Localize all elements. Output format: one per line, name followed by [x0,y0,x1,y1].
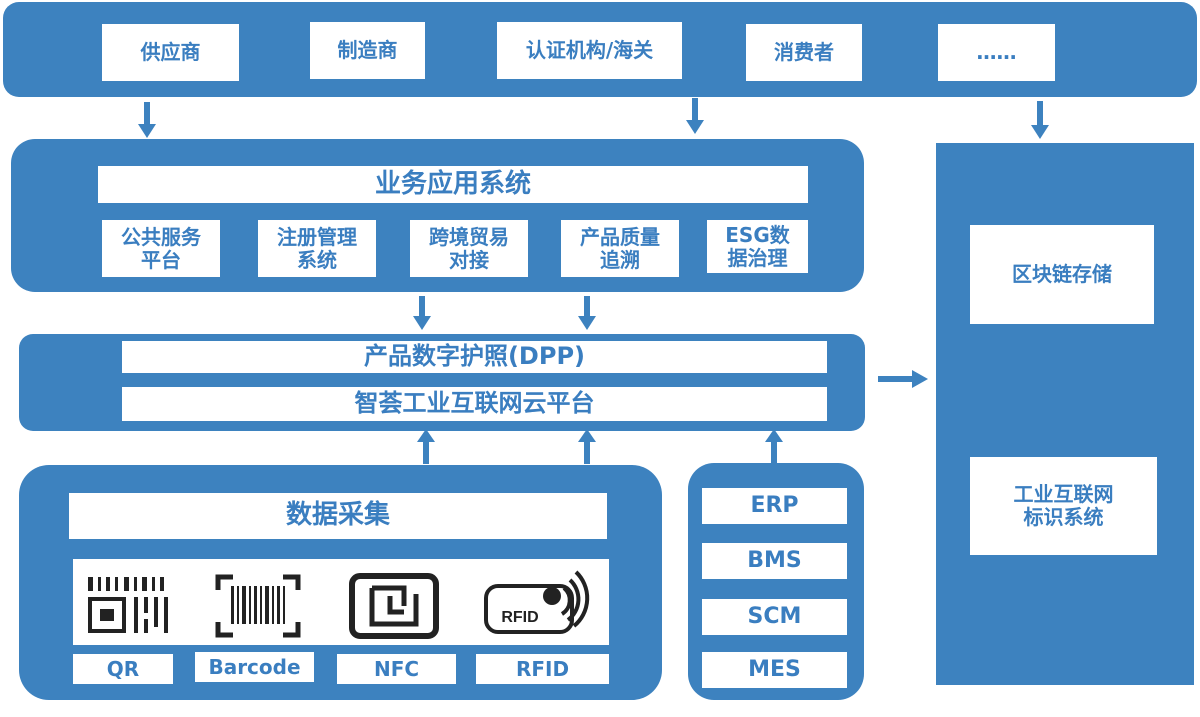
module-cross-border-trade: 跨境贸易对接 [410,220,528,277]
stakeholder-more: …… [938,24,1055,81]
arrow-up-icon [765,429,783,464]
stakeholder-consumer: 消费者 [746,24,862,81]
module-quality-traceability: 产品质量追溯 [561,220,679,277]
arrow-down-icon [1031,101,1049,139]
module-esg-governance: ESG数据治理 [707,220,808,273]
system-mes: MES [702,652,847,688]
system-erp: ERP [702,488,847,524]
label-qr: QR [73,654,173,684]
label-barcode: Barcode [195,652,314,682]
blockchain-storage-box: 区块链存储 [970,225,1154,324]
arrow-up-icon [578,429,596,464]
arrow-right-icon [878,370,928,388]
qr-code-icon [88,577,168,633]
system-bms: BMS [702,543,847,579]
arrow-down-icon [138,102,156,138]
barcode-icon [215,574,301,638]
arrow-down-icon [686,98,704,134]
module-public-service: 公共服务平台 [102,220,220,277]
system-scm: SCM [702,599,847,635]
label-rfid: RFID [476,654,609,684]
dpp-bar: 产品数字护照(DPP) [122,341,827,373]
arrow-down-icon [578,296,596,330]
label-nfc: NFC [337,654,456,684]
cloud-platform-bar: 智荟工业互联网云平台 [122,387,827,421]
rfid-icon-label: RFID [501,609,538,626]
data-collection-title: 数据采集 [69,493,607,539]
arrow-down-icon [413,296,431,330]
module-registration-management: 注册管理系统 [258,220,376,277]
nfc-icon [349,573,439,639]
arrow-up-icon [417,429,435,464]
stakeholder-supplier: 供应商 [102,24,239,81]
industrial-identity-box: 工业互联网标识系统 [970,457,1157,555]
stakeholder-certification-customs: 认证机构/海关 [497,22,682,79]
rfid-icon: RFID [484,570,590,634]
business-system-title: 业务应用系统 [98,166,808,203]
stakeholder-manufacturer: 制造商 [310,22,425,79]
